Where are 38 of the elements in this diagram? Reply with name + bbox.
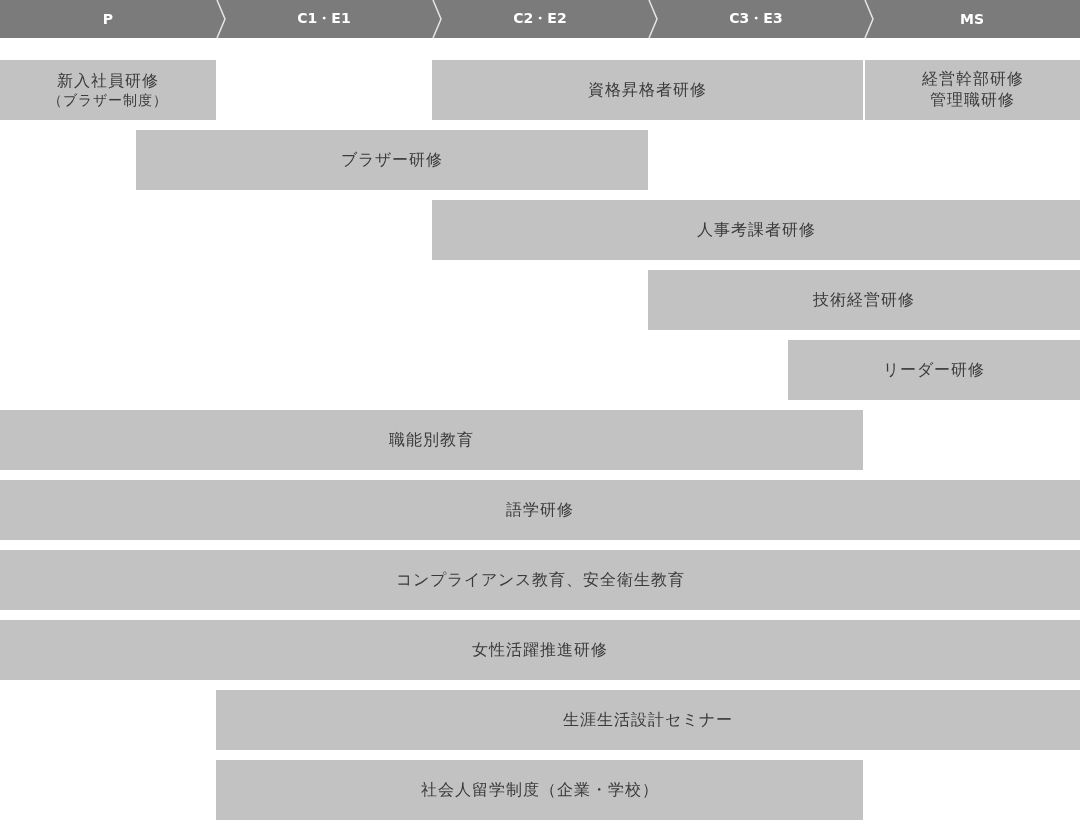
training-name: 新入社員研修 — [57, 70, 159, 92]
grade-label: P — [102, 11, 114, 27]
training-bar — [788, 340, 1080, 400]
training-bar — [216, 690, 1080, 750]
training-name: 職能別教育 — [389, 429, 474, 451]
training-bar — [136, 130, 648, 190]
training-name: 語学研修 — [506, 499, 574, 521]
training-name: 資格昇格者研修 — [588, 79, 707, 101]
training-name: 経営幹部研修 — [921, 69, 1024, 90]
training-name: 社会人留学制度（企業・学校） — [420, 779, 659, 801]
grade-header-band — [432, 0, 648, 38]
training-bar — [0, 410, 863, 470]
training-name: コンプライアンス教育、安全衛生教育 — [395, 569, 685, 591]
training-bar — [0, 550, 1080, 610]
grade-label: C1・E1 — [297, 10, 351, 28]
grade-header-band — [216, 0, 432, 38]
training-bar — [0, 60, 216, 120]
training-name: ブラザー研修 — [341, 149, 443, 171]
grade-header-band — [648, 0, 864, 38]
training-bar — [432, 60, 863, 120]
grade-label: C3・E3 — [729, 10, 783, 28]
training-name: 生涯生活設計セミナー — [563, 709, 733, 731]
training-bar — [648, 270, 1080, 330]
training-name: 技術経営研修 — [813, 289, 915, 311]
training-name: リーダー研修 — [883, 359, 985, 381]
grade-header-band — [864, 0, 1080, 38]
training-bar — [216, 760, 863, 820]
training-name: 人事考課者研修 — [696, 219, 816, 241]
training-name: 管理職研修 — [930, 90, 1015, 111]
training-name: 女性活躍推進研修 — [472, 639, 608, 661]
training-bar — [0, 480, 1080, 540]
training-bar — [0, 620, 1080, 680]
training-bar — [865, 60, 1080, 120]
grade-label: C2・E2 — [513, 10, 567, 28]
training-name: （ブラザー制度） — [48, 91, 168, 110]
grade-header-band — [0, 0, 216, 38]
grade-label: MS — [960, 11, 984, 27]
training-bar — [432, 200, 1080, 260]
